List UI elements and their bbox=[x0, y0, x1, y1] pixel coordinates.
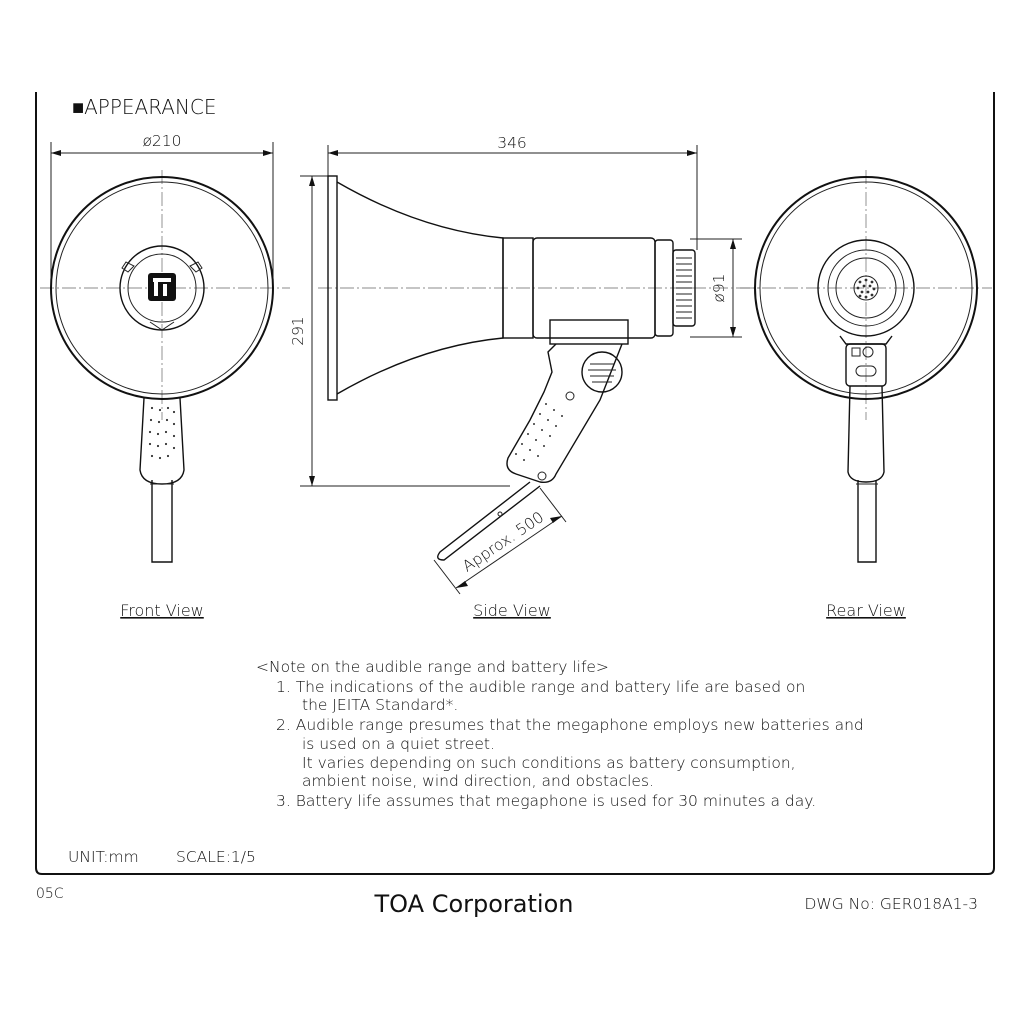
side-view: 346 291 ø91 bbox=[289, 134, 760, 595]
side-diameter-dimension: ø91 bbox=[690, 238, 742, 338]
rear-horn-rim bbox=[754, 176, 978, 400]
note-line-3: 2. Audible range presumes that the megap… bbox=[276, 716, 864, 734]
revision-code: 05C bbox=[36, 886, 64, 902]
rear-view-label: Rear View bbox=[826, 601, 906, 620]
side-height-label: 291 bbox=[289, 316, 307, 346]
side-height-dimension: 291 bbox=[289, 175, 510, 487]
rear-handle bbox=[847, 385, 885, 483]
side-rear-knob bbox=[672, 249, 696, 327]
note-line-5: It varies depending on such conditions a… bbox=[302, 754, 796, 772]
note-line-6: ambient noise, wind direction, and obsta… bbox=[302, 772, 654, 790]
side-length-dimension: 346 bbox=[327, 134, 698, 250]
note-line-4: is used on a quiet street. bbox=[302, 735, 495, 753]
note-line-1: 1. The indications of the audible range … bbox=[276, 678, 805, 696]
side-length-label: 346 bbox=[497, 134, 527, 152]
side-label-plate bbox=[581, 351, 623, 393]
front-diameter-dimension: ø210 bbox=[50, 132, 274, 280]
toa-logo-icon bbox=[148, 273, 176, 301]
rear-speaker-grille bbox=[853, 275, 879, 301]
drawing-number: DWG No: GER018A1-3 bbox=[804, 895, 978, 913]
notes-block: <Note on the audible range and battery l… bbox=[256, 658, 864, 810]
side-view-label: Side View bbox=[473, 601, 551, 620]
company-name: TOA Corporation bbox=[374, 890, 574, 918]
strap-length-label: Approx. 500 bbox=[459, 508, 547, 575]
side-horn-flange bbox=[327, 175, 338, 401]
rear-control-panel bbox=[845, 343, 887, 387]
note-line-2: the JEITA Standard*. bbox=[302, 696, 458, 714]
side-strap bbox=[437, 481, 541, 561]
front-handle bbox=[139, 397, 185, 485]
front-diameter-label: ø210 bbox=[142, 132, 181, 150]
rear-view bbox=[740, 170, 992, 563]
rear-housing bbox=[817, 239, 915, 337]
notes-heading: <Note on the audible range and battery l… bbox=[256, 658, 609, 676]
front-view: ø210 bbox=[40, 132, 290, 563]
note-line-7: 3. Battery life assumes that megaphone i… bbox=[276, 792, 816, 810]
side-pistol-grip bbox=[506, 343, 623, 484]
front-view-label: Front View bbox=[120, 601, 204, 620]
unit-label: UNIT:mm bbox=[68, 848, 139, 866]
scale-label: SCALE:1/5 bbox=[176, 848, 256, 866]
section-title: ■APPEARANCE bbox=[72, 95, 217, 119]
front-horn-rim bbox=[50, 176, 274, 400]
drawing-frame bbox=[35, 92, 995, 875]
